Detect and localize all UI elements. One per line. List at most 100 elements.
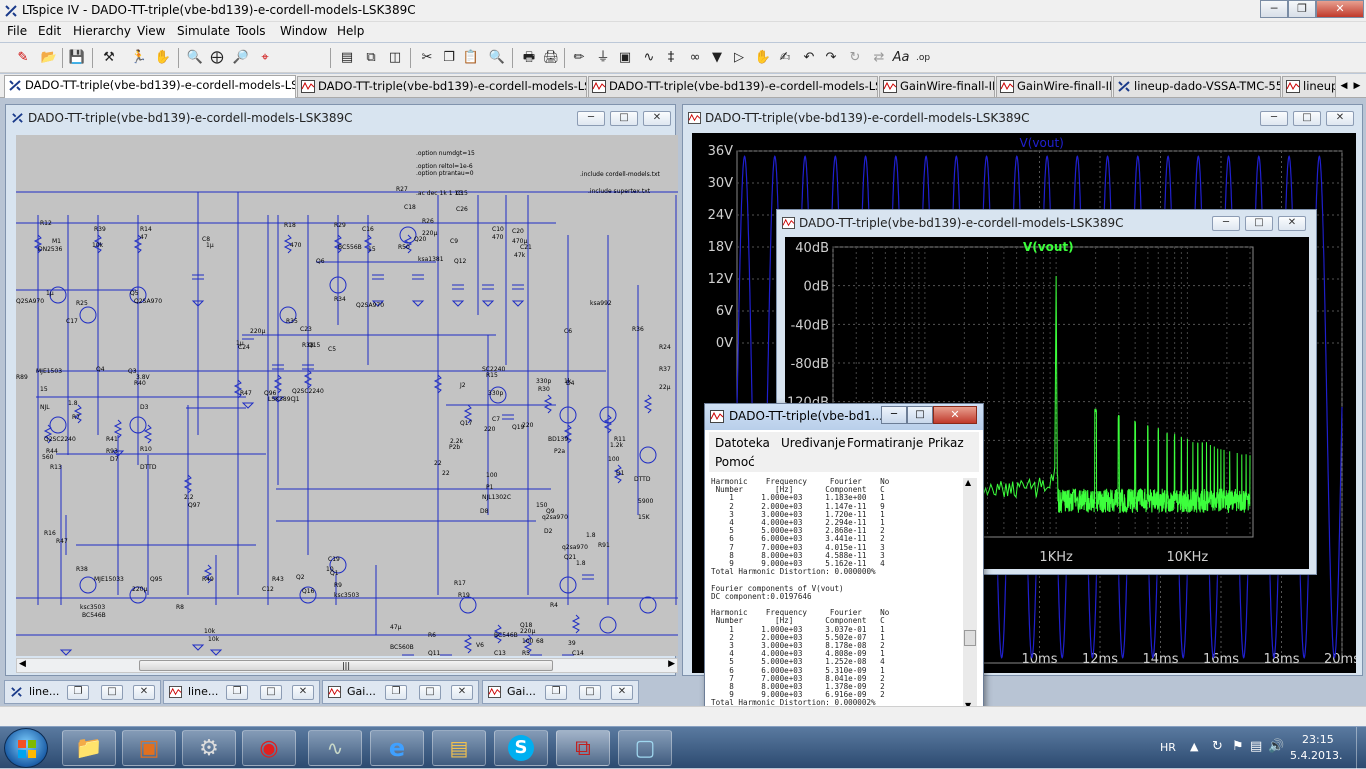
start-button[interactable]	[4, 728, 48, 768]
menu-window[interactable]: Window	[280, 24, 327, 38]
schematic-canvas[interactable]: R12R39R14C8R18R29C16R26C10C20M1DN253610k…	[16, 135, 678, 656]
tab-scroll-right-button[interactable]: ▶	[1351, 78, 1363, 94]
run-icon[interactable]: 🏃	[130, 49, 148, 67]
spice-log-vertical-scrollbar[interactable]: ▲ ▼	[963, 478, 977, 710]
tab-waveform-2[interactable]: DADO-TT-triple(vbe-bd139)-e-cordell-mode…	[588, 76, 878, 97]
restore-button[interactable]: ❐	[385, 685, 407, 700]
flag-icon[interactable]: ⚑	[1232, 739, 1244, 754]
mirror-icon[interactable]: ⇄	[870, 49, 888, 67]
spice-log-minimize-button[interactable]: ─	[881, 406, 907, 424]
scroll-left-arrow[interactable]: ◀	[19, 659, 26, 669]
zoom-in-icon[interactable]: 🔍	[186, 49, 204, 67]
fft-minimize-button[interactable]: ─	[1212, 216, 1240, 231]
taskbar-ltspice[interactable]: ⧉	[556, 730, 610, 766]
log-menu-edit[interactable]: Uređivanje	[781, 436, 846, 450]
close-button[interactable]: ✕	[611, 685, 633, 700]
minimized-window-2[interactable]: line... ❐ □ ✕	[163, 680, 320, 704]
cascade-icon[interactable]: ⧉	[362, 49, 380, 67]
menu-hierarchy[interactable]: Hierarchy	[73, 24, 131, 38]
show-desktop-button[interactable]	[1356, 727, 1366, 769]
copy-icon[interactable]: ❐	[440, 49, 458, 67]
sync-icon[interactable]: ↻	[1212, 739, 1223, 754]
tab-waveform-1[interactable]: DADO-TT-triple(vbe-bd139)-e-cordell-mode…	[297, 76, 587, 97]
fft-restore-button[interactable]: □	[1245, 216, 1273, 231]
taskbar-skype[interactable]: S	[494, 730, 548, 766]
menu-help[interactable]: Help	[337, 24, 364, 38]
spice-directive-icon[interactable]: .op	[914, 49, 932, 67]
capacitor-icon[interactable]: ‡	[662, 49, 680, 67]
restore-button[interactable]: ❐	[226, 685, 248, 700]
schematic-window-titlebar[interactable]: DADO-TT-triple(vbe-bd139)-e-cordell-mode…	[6, 105, 675, 131]
maximize-button[interactable]: □	[579, 685, 601, 700]
wire-icon[interactable]: ✏	[570, 49, 588, 67]
tile-vertical-icon[interactable]: ◫	[386, 49, 404, 67]
minimize-button[interactable]: ─	[1260, 0, 1288, 18]
menu-edit[interactable]: Edit	[38, 24, 61, 38]
label-net-icon[interactable]: ▣	[616, 49, 634, 67]
menu-tools[interactable]: Tools	[236, 24, 266, 38]
schematic-horizontal-scrollbar[interactable]: ◀ ||| ▶	[16, 658, 678, 673]
taskbar-internet-explorer[interactable]: e	[370, 730, 424, 766]
tab-scroll-left-button[interactable]: ◀	[1338, 78, 1350, 94]
close-button[interactable]: ✕	[133, 685, 155, 700]
restore-button[interactable]: ❐	[545, 685, 567, 700]
scrollbar-thumb[interactable]: |||	[139, 660, 553, 671]
log-menu-help[interactable]: Pomoć	[715, 455, 755, 469]
rotate-icon[interactable]: ↻	[846, 49, 864, 67]
print-icon[interactable]: 🖨	[542, 49, 560, 67]
menu-simulate[interactable]: Simulate	[177, 24, 230, 38]
new-schematic-icon[interactable]: ✎	[14, 49, 32, 67]
find-icon[interactable]: 🔍	[488, 49, 506, 67]
zoom-area-icon[interactable]: ⨁	[208, 49, 226, 67]
scroll-right-arrow[interactable]: ▶	[668, 659, 675, 669]
component-icon[interactable]: ▷	[730, 49, 748, 67]
tile-horizontal-icon[interactable]: ▤	[338, 49, 356, 67]
transient-restore-button[interactable]: □	[1293, 111, 1321, 126]
zoom-fit-icon[interactable]: ⌖	[256, 49, 274, 67]
taskbar-app-2[interactable]: ▣	[122, 730, 176, 766]
taskbar-explorer[interactable]: 📁	[62, 730, 116, 766]
minimized-window-4[interactable]: Gai... ❐ □ ✕	[482, 680, 639, 704]
spice-log-titlebar[interactable]: DADO-TT-triple(vbe-bd1... ─ □ ✕	[705, 404, 983, 430]
spice-log-maximize-button[interactable]: □	[907, 406, 933, 424]
pan-icon[interactable]: ✋	[154, 49, 172, 67]
scroll-up-arrow[interactable]: ▲	[965, 478, 971, 487]
fft-close-button[interactable]: ✕	[1278, 216, 1306, 231]
volume-icon[interactable]: 🔊	[1268, 739, 1284, 754]
schematic-restore-button[interactable]: □	[610, 111, 638, 126]
drag-icon[interactable]: ✍	[776, 49, 794, 67]
redo-icon[interactable]: ↷	[822, 49, 840, 67]
maximize-button[interactable]: □	[260, 685, 282, 700]
tab-gainwire-1[interactable]: GainWire-finall-IIII	[879, 76, 995, 97]
taskbar-app-3[interactable]: ⚙	[182, 730, 236, 766]
close-button[interactable]: ✕	[1316, 0, 1364, 18]
log-menu-file[interactable]: Datoteka	[715, 436, 770, 450]
taskbar-app-7[interactable]: ▤	[432, 730, 486, 766]
inductor-icon[interactable]: ∞	[686, 49, 704, 67]
save-icon[interactable]: 💾	[68, 49, 86, 67]
schematic-drawing[interactable]: R12R39R14C8R18R29C16R26C10C20M1DN253610k…	[16, 135, 678, 656]
tab-gainwire-2[interactable]: GainWire-finall-IIII	[996, 76, 1112, 97]
control-panel-icon[interactable]: ⚒	[100, 49, 118, 67]
open-icon[interactable]: 📂	[40, 49, 58, 67]
taskbar-oscilloscope[interactable]: ∿	[308, 730, 362, 766]
restore-button[interactable]: ❐	[67, 685, 89, 700]
print-setup-icon[interactable]: 🖶	[520, 49, 538, 67]
move-icon[interactable]: ✋	[754, 49, 772, 67]
close-button[interactable]: ✕	[451, 685, 473, 700]
tab-lineup-waveform[interactable]: lineup	[1282, 76, 1336, 97]
zoom-out-icon[interactable]: 🔎	[232, 49, 250, 67]
cut-icon[interactable]: ✂	[418, 49, 436, 67]
minimized-window-3[interactable]: Gai... ❐ □ ✕	[322, 680, 479, 704]
minimized-window-1[interactable]: line... ❐ □ ✕	[4, 680, 161, 704]
diode-icon[interactable]: ▼	[708, 49, 726, 67]
tab-lineup-schematic[interactable]: lineup-dado-VSSA-TMC-55V	[1113, 76, 1281, 97]
show-hidden-icons-button[interactable]: ▲	[1190, 740, 1198, 753]
tab-schematic-1[interactable]: DADO-TT-triple(vbe-bd139)-e-cordell-mode…	[4, 75, 296, 98]
maximize-button[interactable]: □	[101, 685, 123, 700]
clock-time[interactable]: 23:15	[1302, 733, 1334, 746]
scrollbar-thumb[interactable]	[964, 630, 976, 646]
transient-minimize-button[interactable]: ─	[1260, 111, 1288, 126]
network-icon[interactable]: ▤	[1250, 739, 1262, 754]
menu-view[interactable]: View	[137, 24, 165, 38]
